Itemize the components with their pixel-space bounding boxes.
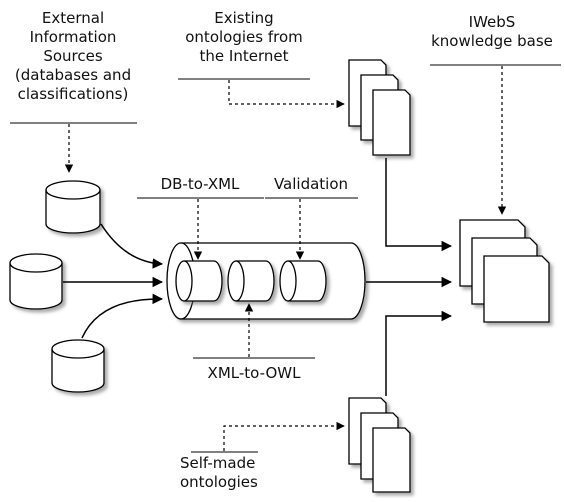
existing-ontologies-line-1: Existing	[214, 9, 274, 27]
external-sources-line-1: External	[41, 9, 105, 27]
solid-arrow-existing-to-kb	[385, 158, 453, 252]
existing-ontologies-line-3: the Internet	[199, 47, 289, 65]
database-icon-2	[9, 253, 63, 310]
dashed-arrow-existing	[228, 80, 345, 109]
db-to-xml-label: DB-to-XML	[160, 175, 240, 193]
self-made-line-2: ontologies	[180, 473, 258, 491]
knowledge-base-docs-icon	[459, 219, 550, 323]
xml-to-owl-label: XML-to-OWL	[207, 364, 301, 382]
dashed-arrow-self-made	[223, 421, 345, 451]
db-to-xml-cylinder	[175, 260, 223, 302]
self-made-ontologies-docs-icon	[348, 397, 411, 493]
external-sources-label: External Information Sources (databases …	[0, 9, 146, 104]
external-sources-line-4: (databases and	[14, 66, 132, 84]
self-made-line-1: Self-made	[180, 454, 256, 472]
validation-label: Validation	[273, 175, 349, 193]
self-made-label: Self-made ontologies	[180, 454, 270, 492]
external-sources-line-5: classifications)	[17, 85, 129, 103]
knowledge-base-line-2: knowledge base	[431, 32, 553, 50]
external-sources-line-3: Sources	[43, 47, 103, 65]
existing-ontologies-label: Existing ontologies from the Internet	[166, 9, 322, 66]
knowledge-base-label: IWebS knowledge base	[420, 13, 564, 51]
existing-ontologies-docs-icon	[348, 59, 411, 156]
solid-arrow-selfmade-to-kb	[385, 310, 453, 396]
database-icon-3	[51, 339, 105, 393]
xml-to-owl-cylinder	[227, 260, 275, 302]
solid-arrow-db3	[81, 293, 164, 339]
external-sources-line-2: Information	[29, 28, 117, 46]
database-icon-1	[45, 180, 101, 234]
validation-cylinder	[279, 260, 327, 302]
existing-ontologies-line-2: ontologies from	[185, 28, 303, 46]
knowledge-base-line-1: IWebS	[468, 13, 516, 31]
solid-arrow-db1	[100, 223, 164, 269]
